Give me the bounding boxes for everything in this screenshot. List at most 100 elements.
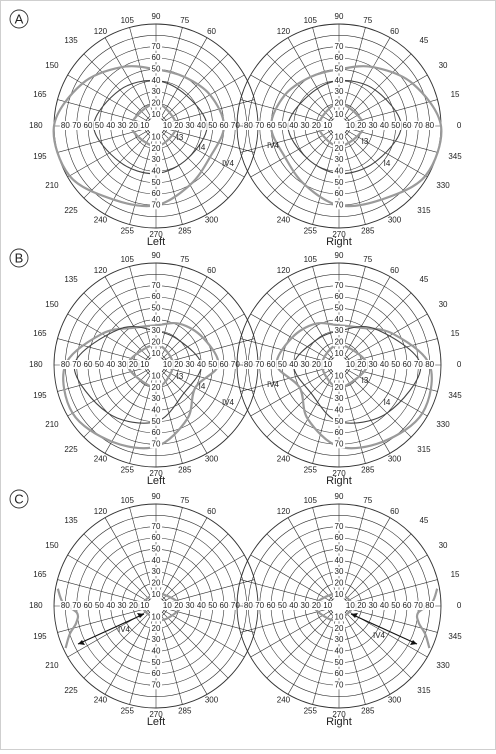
tick-bg — [333, 635, 345, 644]
meridian-tick-label: 40 — [335, 166, 344, 175]
tick-bg — [242, 121, 254, 130]
tick-bg — [150, 292, 162, 301]
panel-letter-circle — [9, 489, 29, 509]
arrowhead — [351, 613, 358, 618]
meridian-240 — [104, 133, 152, 215]
tick-bg — [82, 121, 94, 130]
angle-label: 255 — [121, 706, 135, 715]
meridian-45 — [345, 53, 412, 120]
meridian-75 — [341, 27, 366, 118]
tick-bg — [288, 360, 300, 369]
meridian-195 — [57, 608, 148, 633]
arrowhead — [137, 613, 144, 618]
meridian-195 — [240, 608, 331, 633]
angle-label: 105 — [304, 255, 318, 264]
tick-bg — [333, 589, 345, 599]
horizontal-tick-label: 40 — [106, 360, 115, 369]
meridian-240 — [104, 372, 152, 454]
meridian-315 — [345, 612, 412, 679]
meridian-240 — [287, 372, 335, 454]
meridian-tick-label: 50 — [335, 417, 344, 426]
meridian-tick-label: 70 — [335, 42, 344, 51]
angle-label: 90 — [335, 12, 344, 21]
isopter-iv4 — [52, 65, 226, 208]
tick-bg — [71, 360, 83, 369]
angle-label: 60 — [207, 27, 216, 36]
meridian-tick-label: 70 — [152, 439, 161, 448]
tick-bg — [150, 382, 162, 392]
meridian-tick-label: 50 — [152, 544, 161, 553]
meridian-tick-label: 20 — [335, 383, 344, 392]
meridian-210 — [250, 369, 332, 417]
meridian-300 — [343, 133, 391, 215]
tick-bg — [229, 121, 241, 130]
tick-bg — [116, 601, 128, 610]
horizontal-tick-label: 40 — [106, 601, 115, 610]
isopter-label: I3 — [177, 133, 184, 142]
horizontal-tick-label: 60 — [267, 360, 276, 369]
tick-bg — [116, 121, 128, 130]
meridian-315 — [162, 371, 229, 438]
tick-bg — [333, 612, 345, 622]
tick-bg — [150, 635, 162, 644]
meridian-15 — [164, 579, 255, 604]
meridian-30 — [346, 74, 428, 122]
angle-label: 345 — [448, 391, 462, 400]
angle-label: 225 — [64, 445, 78, 454]
tick-bg — [150, 53, 162, 62]
tick-bg — [105, 360, 117, 369]
tick-bg — [401, 121, 413, 130]
angle-label: 105 — [304, 496, 318, 505]
meridian-tick-label: 20 — [335, 144, 344, 153]
tick-bg — [150, 680, 162, 690]
isopter-label: IV4 — [222, 398, 235, 407]
meridian-tick-label: 50 — [335, 658, 344, 667]
angle-label: 315 — [417, 206, 431, 215]
horizontal-tick-label: 40 — [380, 601, 389, 610]
tick-bg — [150, 303, 162, 313]
meridian-tick-label: 70 — [335, 281, 344, 290]
horizontal-tick-label: 20 — [312, 601, 321, 610]
isopter-label: IV4 — [267, 380, 280, 389]
double-arrow — [350, 613, 418, 645]
tick-bg — [333, 189, 345, 198]
horizontal-tick-label: 20 — [357, 121, 366, 130]
tick-bg — [333, 544, 345, 554]
angle-label: 210 — [45, 181, 59, 190]
double-arrow — [77, 613, 145, 645]
meridian-150 — [67, 74, 149, 122]
tick-bg — [333, 646, 345, 656]
tick-bg — [242, 360, 254, 369]
temporal-crescent — [415, 588, 439, 649]
angle-label: 180 — [29, 360, 43, 369]
tick-bg — [184, 360, 196, 369]
tick-bg — [333, 303, 345, 313]
tick-bg — [288, 601, 300, 610]
angle-label: 165 — [33, 329, 47, 338]
meridian-345 — [347, 367, 438, 392]
horizontal-tick-label: 70 — [231, 360, 240, 369]
tick-bg — [333, 280, 345, 290]
meridian-tick-label: 20 — [335, 624, 344, 633]
isopter-label: IV4 — [267, 141, 280, 150]
tick-bg — [333, 292, 345, 301]
meridian-tick-label: 20 — [335, 98, 344, 107]
angle-label: 75 — [180, 255, 189, 264]
angle-label: 60 — [207, 266, 216, 275]
angle-label: 345 — [448, 632, 462, 641]
meridian-45 — [345, 533, 412, 600]
meridian-150 — [67, 554, 149, 602]
meridian-tick-label: 70 — [335, 439, 344, 448]
horizontal-tick-label: 30 — [301, 360, 310, 369]
meridian-150 — [250, 74, 332, 122]
angle-label: 240 — [277, 454, 291, 463]
meridian-255 — [312, 134, 337, 225]
meridian-tick-label: 50 — [335, 303, 344, 312]
meridian-135 — [266, 533, 333, 600]
horizontal-tick-label: 50 — [95, 601, 104, 610]
tick-bg — [150, 109, 162, 119]
angle-label: 135 — [64, 36, 78, 45]
meridian-tick-label: 40 — [152, 76, 161, 85]
